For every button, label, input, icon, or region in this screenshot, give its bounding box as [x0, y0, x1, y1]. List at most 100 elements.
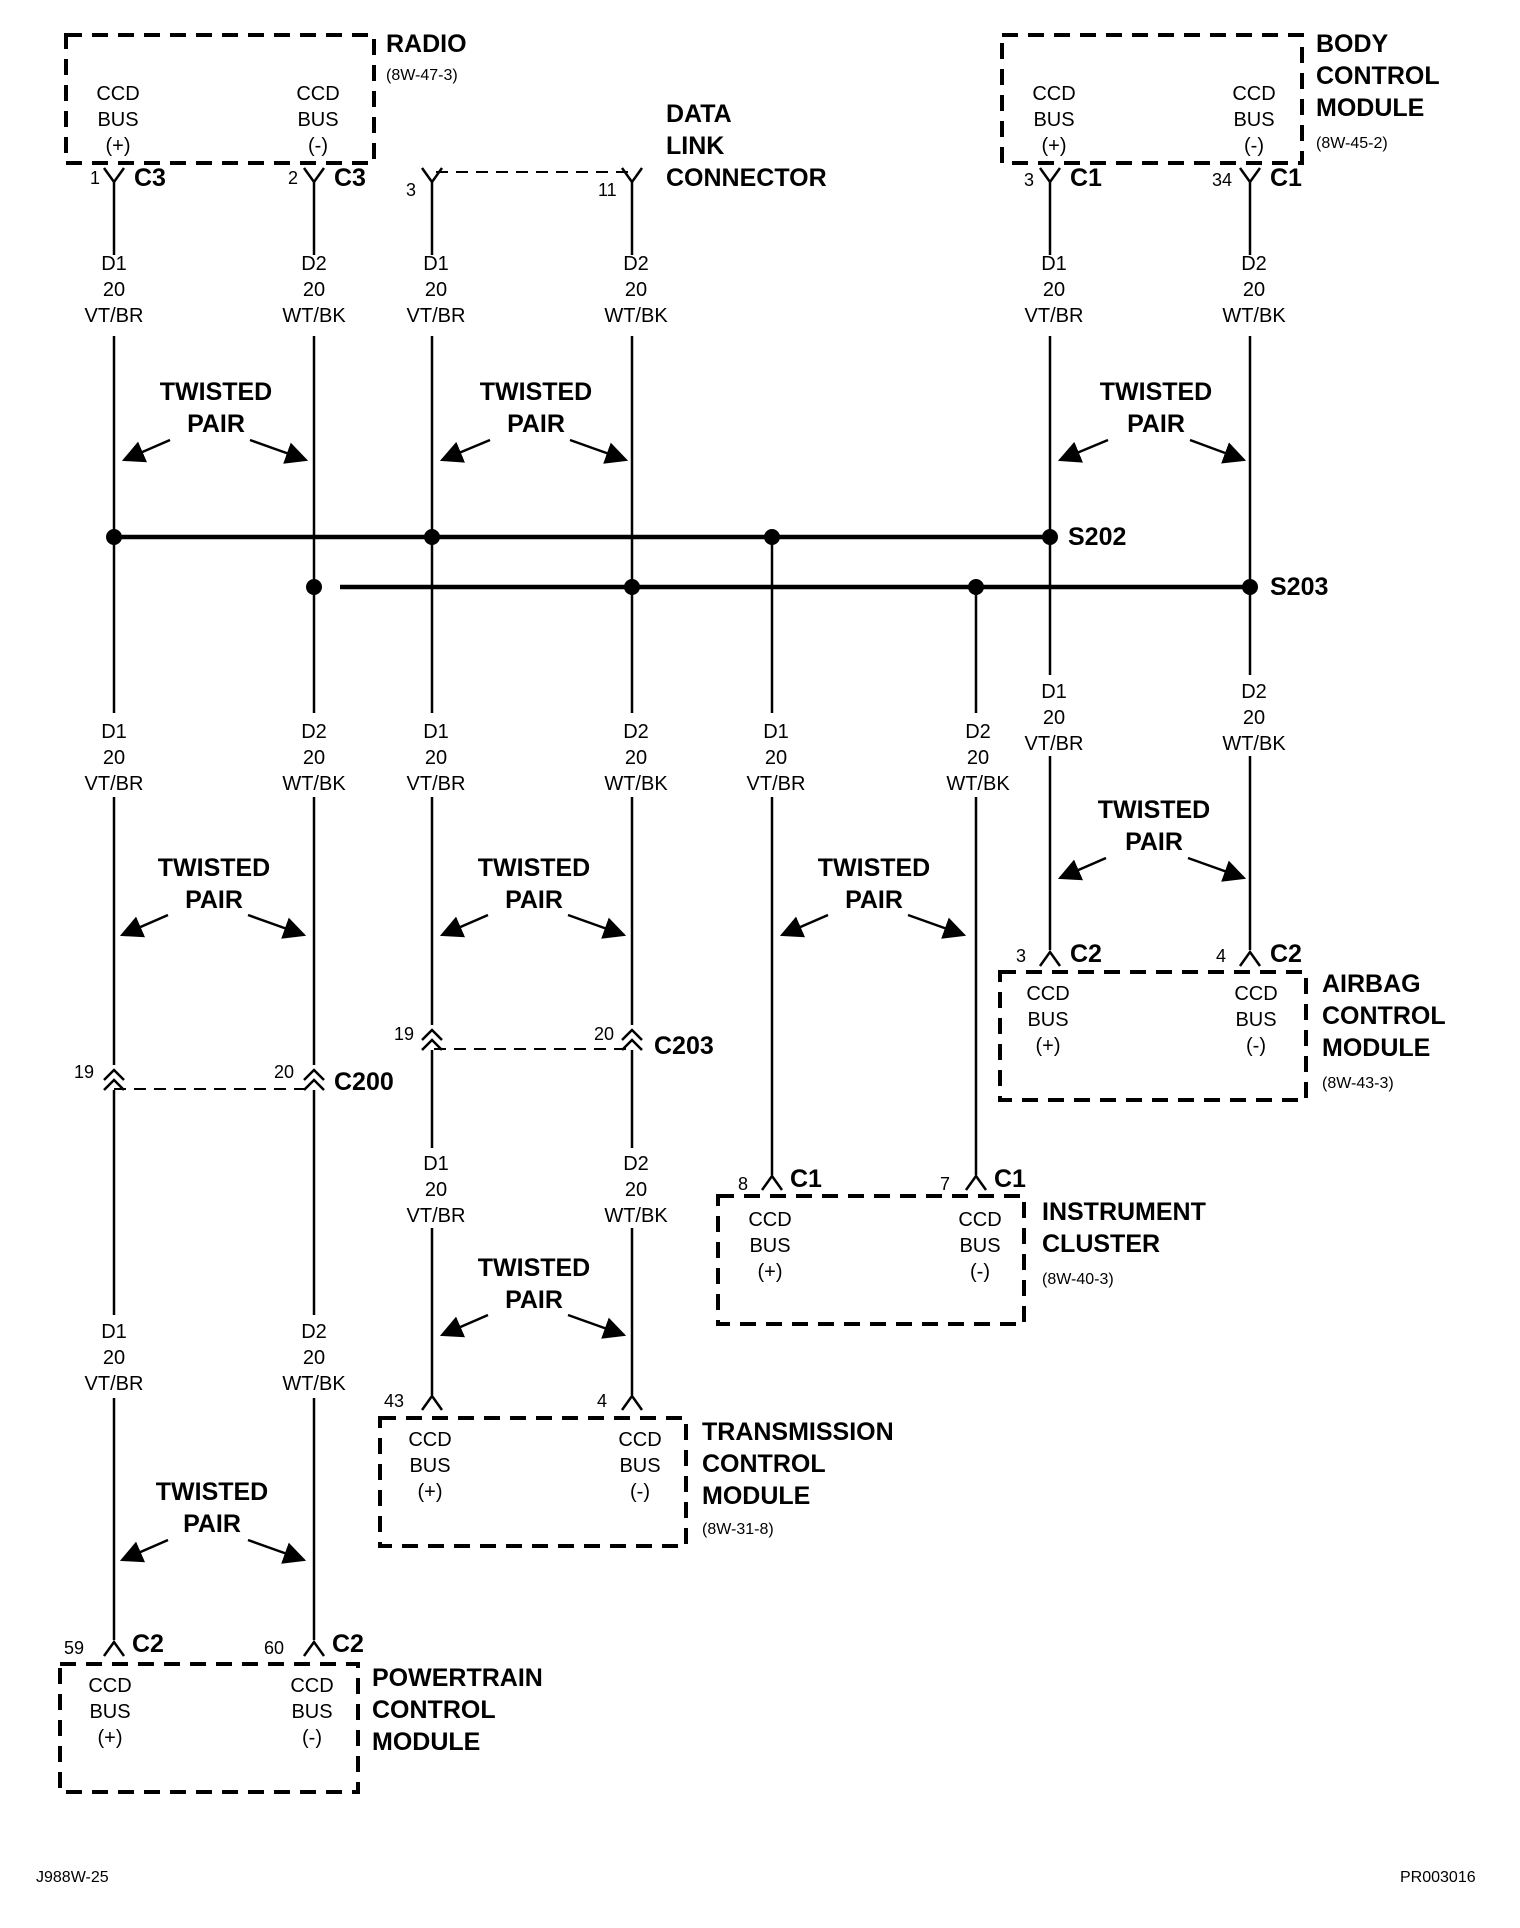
- pcm-plus-connector-label: C2: [132, 1630, 164, 1658]
- c203-plus-pin: 19: [394, 1024, 414, 1044]
- radio-plus-connector-label: C3: [134, 164, 166, 192]
- bcm-minus-connector-label: C1: [1270, 164, 1302, 192]
- c200-plus-chevron: [103, 1068, 125, 1091]
- pcm-plus-pin: 59: [64, 1638, 84, 1658]
- cluster-ref: (8W-40-3): [1042, 1271, 1114, 1288]
- twisted-pair-arrows: [119, 438, 1247, 1564]
- airbag-plus-terminal: [1038, 949, 1062, 967]
- airbag-plus-connector-label: C2: [1070, 940, 1102, 968]
- pcm-plus-terminal: [102, 1639, 126, 1657]
- radio-ref: (8W-47-3): [386, 67, 458, 84]
- bcm-ref: (8W-45-2): [1316, 135, 1388, 152]
- c200-minus-chevron: [303, 1068, 325, 1091]
- airbag-minus-terminal: [1238, 949, 1262, 967]
- tcm-name: TRANSMISSION CONTROL MODULE: [702, 1418, 901, 1510]
- tcm-minus-pin: 4: [597, 1391, 607, 1411]
- c203-plus-chevron: [421, 1028, 443, 1051]
- footer-left-code: J988W-25: [36, 1869, 109, 1886]
- dlc-name: DATA LINK CONNECTOR: [666, 100, 827, 192]
- s202-dot-radio: [106, 529, 122, 545]
- s202-dot-bcm: [1042, 529, 1058, 545]
- s203-label: S203: [1270, 573, 1328, 601]
- bcm-plus-connector-label: C1: [1070, 164, 1102, 192]
- cluster-minus-pin: 7: [940, 1174, 950, 1194]
- cluster-plus-pin: 8: [738, 1174, 748, 1194]
- bcm-box: [1000, 33, 1304, 165]
- airbag-plus-pin: 3: [1016, 946, 1026, 966]
- pcm-minus-terminal: [302, 1639, 326, 1657]
- footer-right-code: PR003016: [1400, 1869, 1476, 1886]
- radio-minus-pin: 2: [288, 168, 298, 188]
- airbag-minus-pin: 4: [1216, 946, 1226, 966]
- cluster-minus-terminal: [964, 1173, 988, 1191]
- dlc-minus-terminal: [620, 167, 644, 192]
- airbag-box: [998, 970, 1308, 1102]
- pcm-minus-pin: 60: [264, 1638, 284, 1658]
- radio-plus-terminal: [102, 167, 126, 192]
- tcm-ref: (8W-31-8): [702, 1521, 774, 1538]
- airbag-ref: (8W-43-3): [1322, 1075, 1394, 1092]
- c203-minus-chevron: [621, 1028, 643, 1051]
- pcm-box: [58, 1662, 360, 1794]
- s203-dot-dlc: [624, 579, 640, 595]
- s202-label: S202: [1068, 523, 1126, 551]
- radio-minus-connector-label: C3: [334, 164, 366, 192]
- c203-minus-pin: 20: [594, 1024, 614, 1044]
- s203-dot-bcm: [1242, 579, 1258, 595]
- radio-minus-terminal: [302, 167, 326, 192]
- bcm-name: BODY CONTROL MODULE: [1316, 30, 1446, 122]
- dlc-plus-terminal: [420, 167, 444, 192]
- tcm-plus-terminal: [420, 1393, 444, 1411]
- cluster-name: INSTRUMENT CLUSTER: [1042, 1198, 1213, 1258]
- tcm-plus-pin: 43: [384, 1391, 404, 1411]
- cluster-box: [716, 1194, 1026, 1326]
- s203-dot-radio: [306, 579, 322, 595]
- pcm-minus-connector-label: C2: [332, 1630, 364, 1658]
- bcm-plus-pin: 3: [1024, 170, 1034, 190]
- radio-box: [64, 33, 376, 165]
- bcm-minus-pin: 34: [1212, 170, 1232, 190]
- tcm-minus-terminal: [620, 1393, 644, 1411]
- bcm-minus-terminal: [1238, 167, 1262, 192]
- s202-dot-cluster: [764, 529, 780, 545]
- radio-name: RADIO: [386, 30, 467, 58]
- radio-plus-pin: 1: [90, 168, 100, 188]
- airbag-minus-connector-label: C2: [1270, 940, 1302, 968]
- c200-plus-pin: 19: [74, 1062, 94, 1082]
